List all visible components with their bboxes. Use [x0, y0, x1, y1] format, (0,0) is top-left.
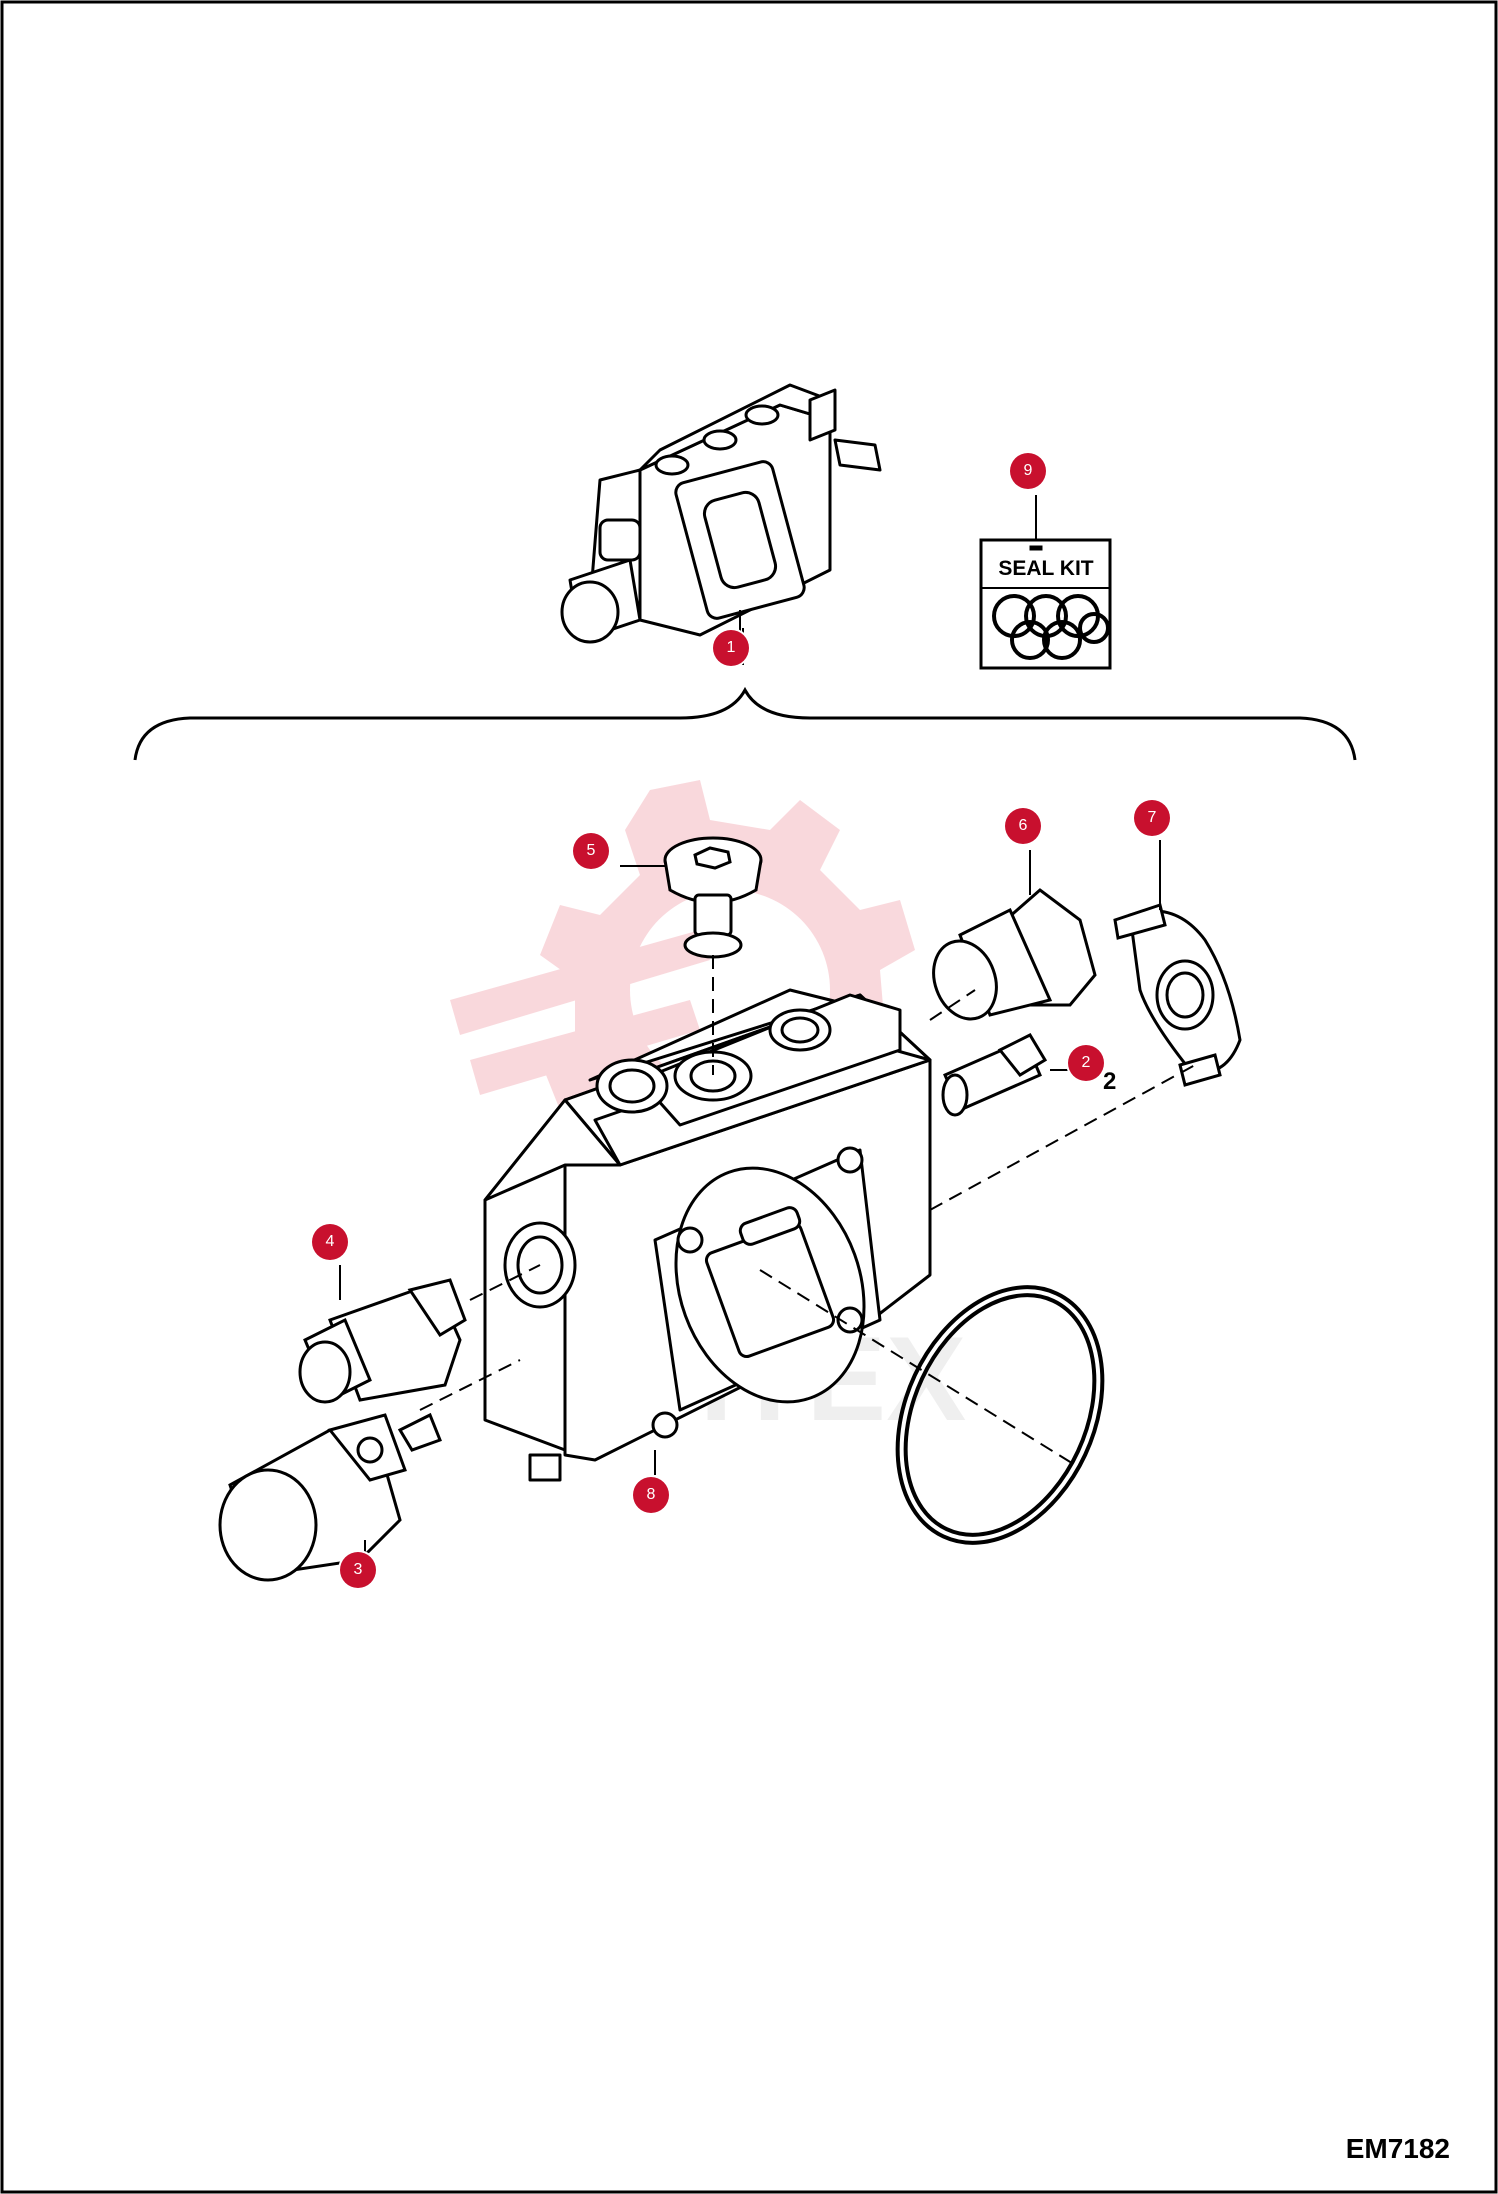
- valve-section-assembly: [560, 383, 882, 644]
- group-bracket: [133, 686, 1357, 761]
- relief-valve-part-4: [298, 1278, 467, 1404]
- callout-7[interactable]: 7: [1134, 800, 1170, 836]
- digit-labels: 2: [1103, 1068, 1116, 1095]
- seal-kit-label: SEAL KIT: [998, 557, 1093, 580]
- o-ring-part-8: [895, 1285, 1105, 1545]
- plug-part-6: [932, 888, 1097, 1021]
- callout-1[interactable]: 1: [713, 630, 749, 666]
- seal-kit-box: SEAL KIT: [979, 495, 1112, 670]
- valve-body: [483, 988, 932, 1482]
- solenoid-part-3: [218, 1412, 442, 1582]
- callout-5[interactable]: 5: [573, 833, 609, 869]
- callout-4[interactable]: 4: [312, 1224, 348, 1260]
- drawing-code: EM7182: [1345, 2133, 1450, 2164]
- callout-6[interactable]: 6: [1005, 808, 1041, 844]
- flange-part-7: [1113, 903, 1242, 1087]
- leader-lines: [339, 840, 1161, 1565]
- callout-2[interactable]: 2: [1068, 1045, 1104, 1081]
- callout-9[interactable]: 9: [1010, 453, 1046, 489]
- callout-3[interactable]: 3: [340, 1552, 376, 1588]
- svg-text:2: 2: [1103, 1068, 1116, 1095]
- callout-8[interactable]: 8: [633, 1477, 669, 1513]
- spool-part-2: [941, 1033, 1048, 1117]
- plug-part-5: [663, 836, 763, 959]
- assembly-lines: [419, 955, 1196, 1466]
